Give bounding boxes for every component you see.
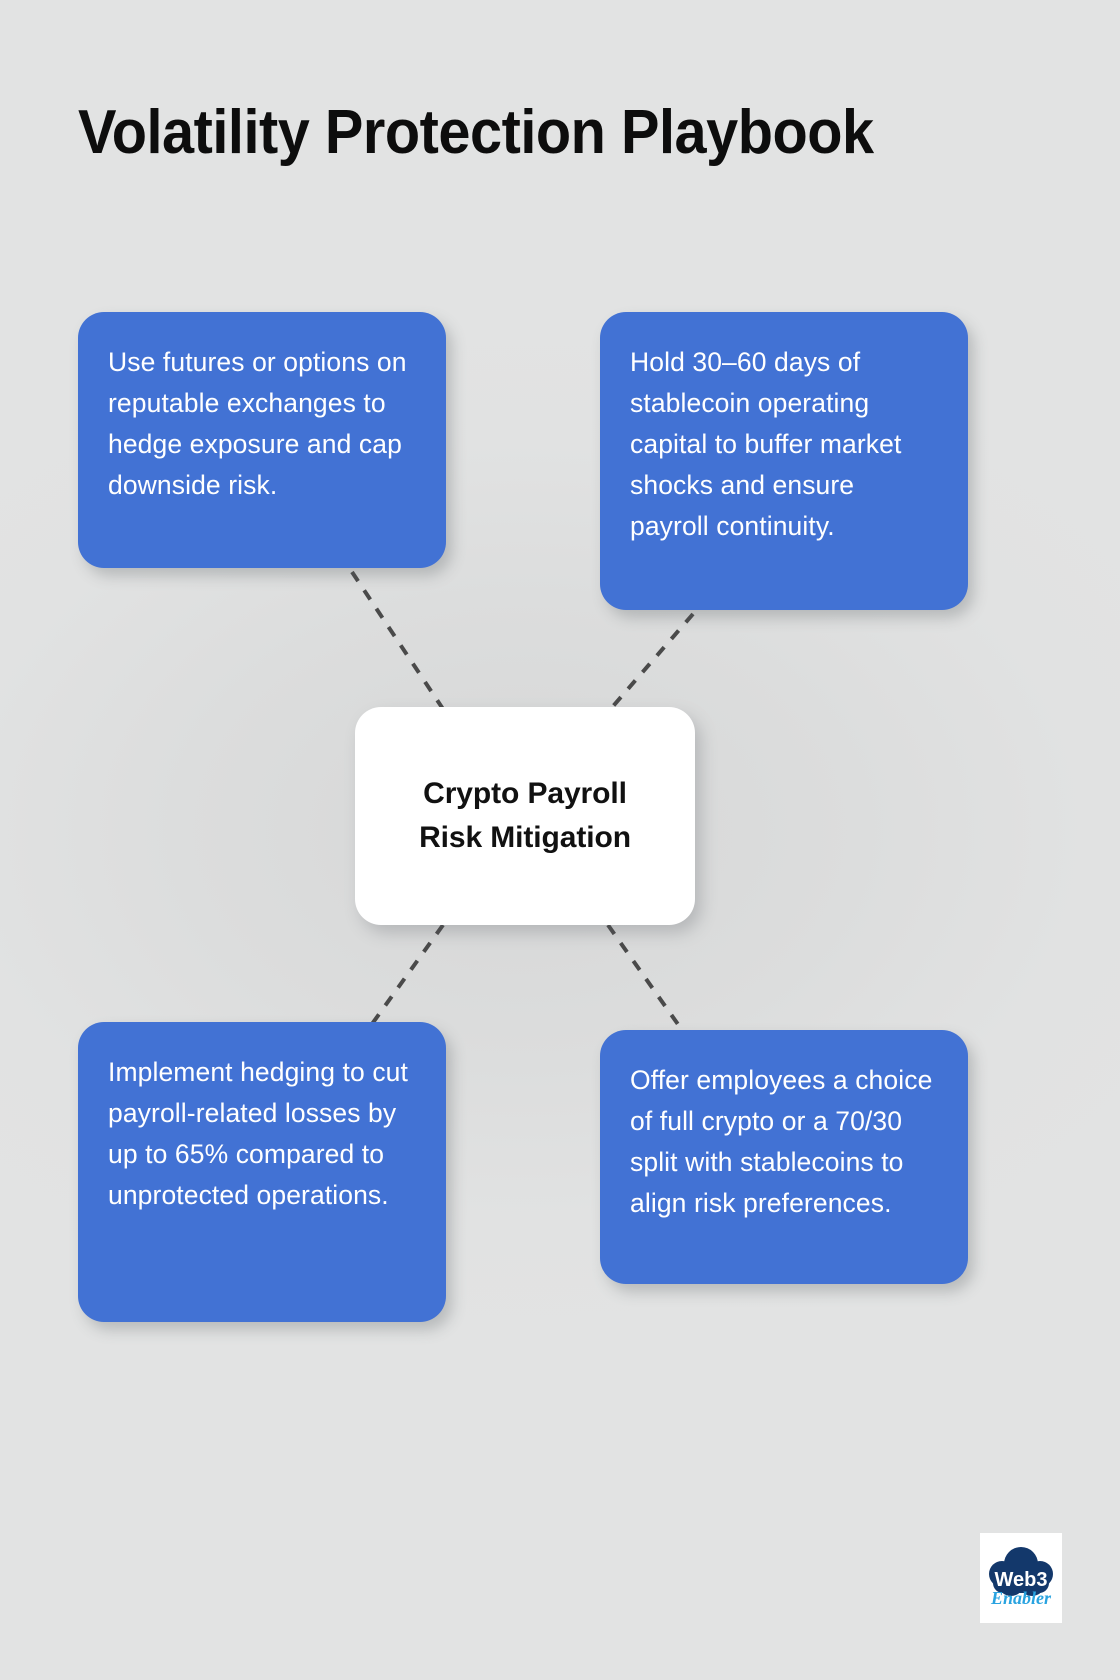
- connector-bottom-right-line: [606, 923, 684, 1032]
- node-card-bottom-right[interactable]: Offer employees a choice of full crypto …: [600, 1030, 968, 1284]
- cloud-shape: [989, 1547, 1053, 1596]
- node-card-top-right-text: Hold 30–60 days of stablecoin operating …: [630, 347, 902, 541]
- node-card-bottom-right-text: Offer employees a choice of full crypto …: [630, 1065, 933, 1218]
- logo-secondary-text: Enabler: [990, 1588, 1052, 1608]
- node-card-top-left-text: Use futures or options on reputable exch…: [108, 347, 407, 500]
- center-node-label: Crypto Payroll Risk Mitigation: [419, 777, 631, 854]
- node-card-bottom-left[interactable]: Implement hedging to cut payroll-related…: [78, 1022, 446, 1322]
- connector-top-left: [350, 570, 447, 714]
- brand-logo: Web3 Enabler: [980, 1533, 1062, 1623]
- page-title: Volatility Protection Playbook: [78, 98, 874, 167]
- logo-primary-text: Web3: [995, 1569, 1048, 1591]
- node-card-top-left[interactable]: Use futures or options on reputable exch…: [78, 312, 446, 568]
- node-card-bottom-left-text: Implement hedging to cut payroll-related…: [108, 1057, 408, 1210]
- connector-top-right: [606, 612, 695, 714]
- web3-enabler-cloud-icon: Web3 Enabler: [989, 1547, 1053, 1608]
- connector-bottom-left-line: [370, 923, 445, 1026]
- center-node[interactable]: Crypto Payroll Risk Mitigation: [355, 707, 695, 925]
- node-card-top-right[interactable]: Hold 30–60 days of stablecoin operating …: [600, 312, 968, 610]
